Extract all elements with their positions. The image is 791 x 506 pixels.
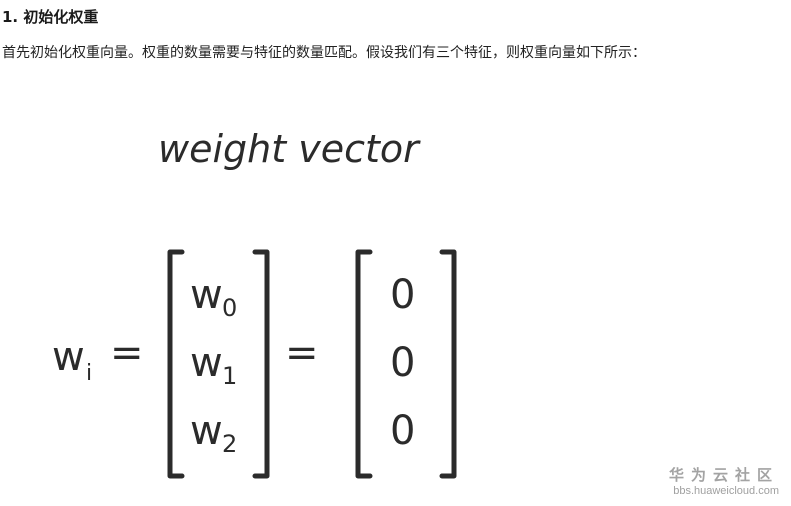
lhs-symbol: w bbox=[52, 334, 85, 380]
right-matrix-close-bracket bbox=[439, 249, 457, 479]
left-matrix-close-bracket bbox=[252, 249, 270, 479]
right-matrix-open-bracket bbox=[355, 249, 373, 479]
vector-entry-subscript-2: 2 bbox=[222, 430, 237, 458]
vector-entry-symbol-2: w bbox=[190, 408, 223, 454]
vector-value-0: 0 bbox=[390, 272, 415, 318]
weight-vector-illustration: weight vector w i = w 0 w 1 w 2 = 0 0 0 bbox=[52, 127, 457, 479]
weight-vector-figure: weight vector w i = w 0 w 1 w 2 = 0 0 0 bbox=[30, 118, 510, 490]
vector-value-2: 0 bbox=[390, 408, 415, 454]
site-watermark: 华为云社区 bbs.huaweicloud.com bbox=[669, 466, 779, 498]
equals-sign-1: = bbox=[110, 330, 144, 376]
watermark-brand: 华为云社区 bbox=[668, 466, 779, 484]
vector-entry-symbol-0: w bbox=[190, 272, 223, 318]
section-paragraph: 首先初始化权重向量。权重的数量需要与特征的数量匹配。假设我们有三个特征，则权重向… bbox=[2, 45, 646, 61]
vector-entry-subscript-0: 0 bbox=[222, 294, 237, 322]
section-heading: 1. 初始化权重 bbox=[2, 8, 99, 26]
vector-entry-subscript-1: 1 bbox=[222, 362, 237, 390]
equals-sign-2: = bbox=[285, 330, 319, 376]
lhs-subscript: i bbox=[86, 361, 92, 386]
left-matrix-open-bracket bbox=[167, 249, 185, 479]
figure-title: weight vector bbox=[158, 127, 421, 171]
vector-value-1: 0 bbox=[390, 340, 415, 386]
watermark-domain: bbs.huaweicloud.com bbox=[673, 485, 779, 497]
vector-entry-symbol-1: w bbox=[190, 340, 223, 386]
